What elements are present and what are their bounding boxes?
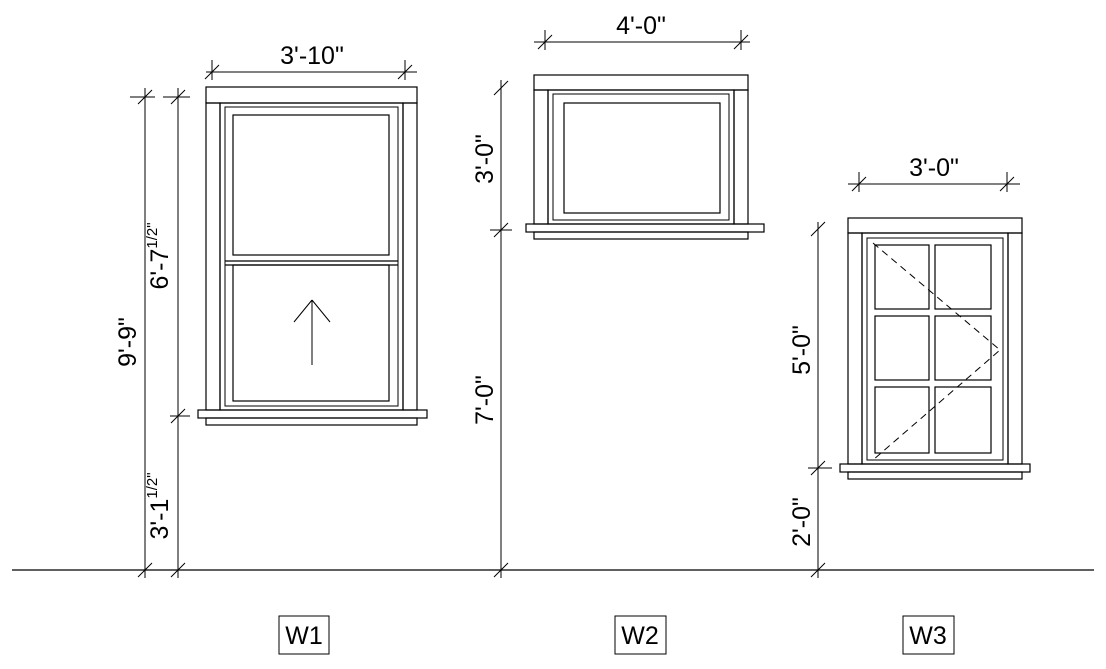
w1-width-dimension: 3'-10" (204, 42, 417, 80)
w3-apron (847, 471, 1023, 480)
w2-right-casing (733, 89, 749, 225)
w1-window-height-fraction: 1/2" (144, 222, 161, 248)
window-w2 (525, 74, 765, 240)
w1-total-height-label: 9'-9" (114, 317, 142, 367)
w1-sill-height-text: 3'-11/2" (144, 472, 174, 539)
tag-w3-label: W3 (909, 622, 947, 650)
w3-swing-indicator (872, 242, 1001, 461)
w3-lite (934, 244, 992, 310)
w1-window-height-dimension: 6'-71/2" 3'-11/2" (144, 88, 190, 578)
w2-head-trim (533, 74, 749, 91)
w2-frame (547, 89, 735, 225)
w2-width-label: 4'-0" (616, 12, 666, 40)
tag-w3-box (902, 615, 955, 655)
w3-height-dimension: 5'-0" 2'-0" (788, 221, 832, 578)
w3-width-dimension: 3'-0" (848, 154, 1020, 192)
w1-right-casing (402, 102, 418, 411)
w1-sill-height-fraction: 1/2" (144, 472, 161, 498)
tag-w2-label: W2 (621, 622, 659, 650)
tag-w2: W2 (614, 615, 667, 655)
w1-upper-sash-glass (232, 114, 390, 256)
w1-sill-height-label: 3'-1 (146, 499, 174, 540)
w3-sill (839, 463, 1031, 473)
tag-w2-box (614, 615, 667, 655)
w2-width-dimension: 4'-0" (534, 12, 750, 50)
w2-left-casing (533, 89, 549, 225)
w2-sill (525, 223, 765, 233)
w3-width-label: 3'-0" (909, 154, 959, 182)
tag-w1-box (278, 615, 330, 655)
w3-right-casing (1007, 232, 1023, 465)
w2-apron (533, 231, 749, 240)
w1-lower-sash-glass (232, 264, 390, 402)
w2-height-dimension: 3'-0" 7'-0" (471, 80, 512, 578)
w3-lite (874, 244, 930, 310)
w1-sill (197, 409, 428, 419)
w1-frame-inner (224, 106, 399, 407)
w3-sill-height-label: 2'-0" (788, 497, 816, 547)
w3-lite (934, 315, 992, 381)
w1-head-trim (205, 86, 418, 104)
w1-window-height-text: 6'-71/2" (144, 222, 174, 289)
w2-sash-glass (563, 102, 721, 214)
arrow-up-icon (293, 299, 331, 365)
w1-left-casing (205, 102, 221, 411)
w2-sill-height-label: 7'-0" (471, 375, 499, 425)
w1-total-height-dimension: 9'-9" (114, 88, 155, 578)
w3-frame-inner (866, 237, 1004, 461)
w2-window-height-label: 3'-0" (471, 134, 499, 184)
w3-lite (874, 386, 930, 454)
tag-w1: W1 (278, 615, 330, 655)
w3-head-trim (847, 217, 1023, 234)
w3-left-casing (847, 232, 863, 465)
window-w1 (197, 86, 428, 426)
tag-w1-label: W1 (285, 622, 323, 650)
w3-window-height-label: 5'-0" (788, 325, 816, 375)
w2-frame-inner (552, 93, 730, 221)
w3-lite (874, 315, 930, 381)
w1-apron (205, 417, 418, 426)
w1-window-height-label: 6'-7 (146, 249, 174, 290)
w3-lite (934, 386, 992, 454)
tag-w3: W3 (902, 615, 955, 655)
w1-width-label: 3'-10" (280, 42, 344, 70)
window-w3 (839, 217, 1031, 480)
